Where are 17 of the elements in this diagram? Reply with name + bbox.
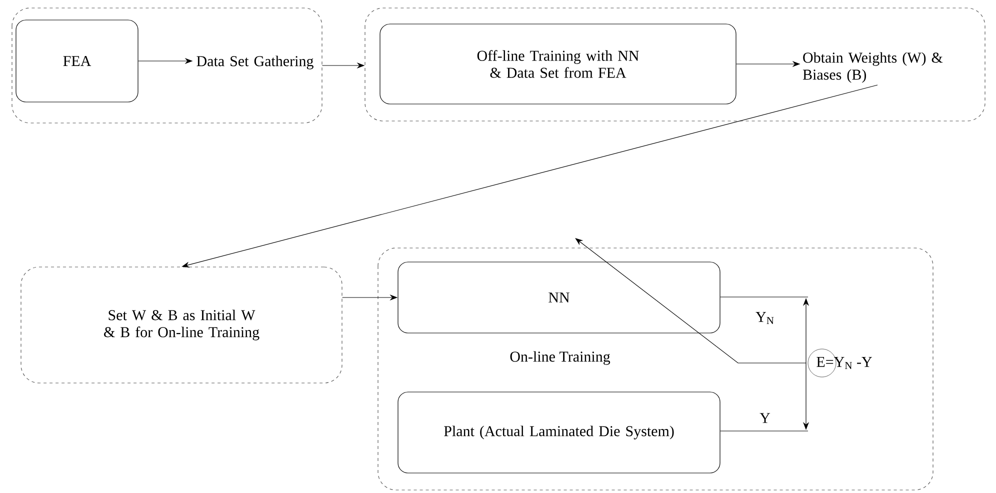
node-label: $_{N}$ -Y bbox=[844, 357, 872, 369]
step-text: Obtain Weights (W) & Biases (B) bbox=[802, 52, 943, 83]
output-line bbox=[720, 296, 808, 298]
arrow bbox=[575, 238, 806, 364]
process-box: FEA bbox=[16, 20, 138, 102]
dashed-group-box bbox=[378, 248, 934, 490]
process-box: Off-line Training with NN & Data Set from FEA bbox=[380, 24, 736, 104]
dashed-group-box bbox=[364, 8, 986, 122]
process-box: NN bbox=[398, 262, 720, 334]
edge-label: Y bbox=[758, 412, 772, 424]
edge-label: Y$_{N}$ bbox=[754, 311, 776, 325]
dashed-group-box bbox=[12, 8, 322, 124]
group-label: On-line Training bbox=[510, 351, 610, 365]
step-text: Data Set Gathering bbox=[196, 56, 314, 70]
output-line bbox=[720, 430, 808, 432]
process-box: Plant (Actual Laminated Die System) bbox=[398, 392, 720, 474]
dashed-process-box: Set W & B as Initial W & B for On-line Training bbox=[20, 266, 342, 384]
